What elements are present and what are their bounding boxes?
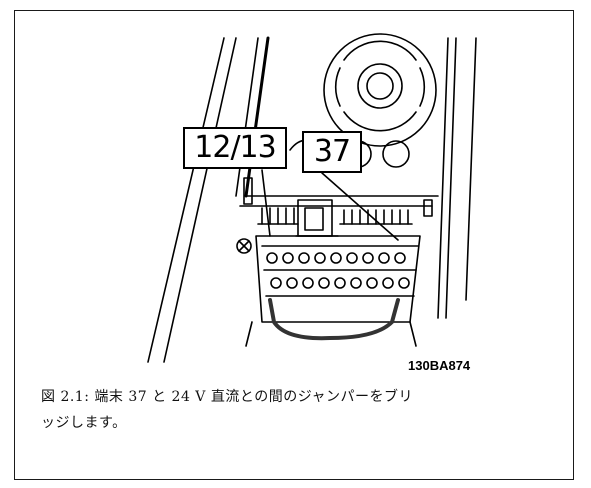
housing-right-edge-inner: [445, 37, 457, 319]
mounting-screw: [236, 238, 252, 254]
housing-left-panel-edge-bold: [244, 36, 270, 198]
upper-pin-row-left: [257, 207, 299, 225]
leader-line-37: [321, 172, 399, 241]
callout-terminal-37: 37: [302, 131, 362, 173]
figure-frame: [14, 10, 574, 480]
left-latch: [243, 177, 253, 205]
housing-left-panel-edge: [235, 37, 259, 197]
housing-left-edge-inner: [163, 37, 237, 363]
caption-line-1: 図 2.1: 端末 37 と 24 V 直流との間のジャンパーをブリ: [41, 389, 414, 405]
callout-terminals-12-13: 12/13: [183, 127, 287, 169]
keypad-button-2: [382, 140, 410, 168]
housing-left-edge-outer: [147, 37, 225, 363]
figure-reference-code: 130BA874: [408, 358, 471, 373]
jumper-wire: [268, 298, 400, 341]
right-latch: [423, 199, 433, 217]
caption-line-2: ッジします。: [41, 415, 127, 431]
upper-pin-row-right: [339, 209, 413, 225]
figure-caption: 図 2.1: 端末 37 と 24 V 直流との間のジャンパーをブリ ッジします…: [41, 384, 566, 436]
housing-right-edge: [437, 37, 449, 319]
mounting-feet: [245, 321, 417, 347]
terminal-screws-row-1: [266, 252, 406, 264]
keypad-dial: [323, 33, 437, 147]
leader-line-12-13: [261, 169, 271, 237]
terminal-screws-row-2: [270, 277, 410, 289]
housing-right-outer-edge: [465, 37, 477, 301]
